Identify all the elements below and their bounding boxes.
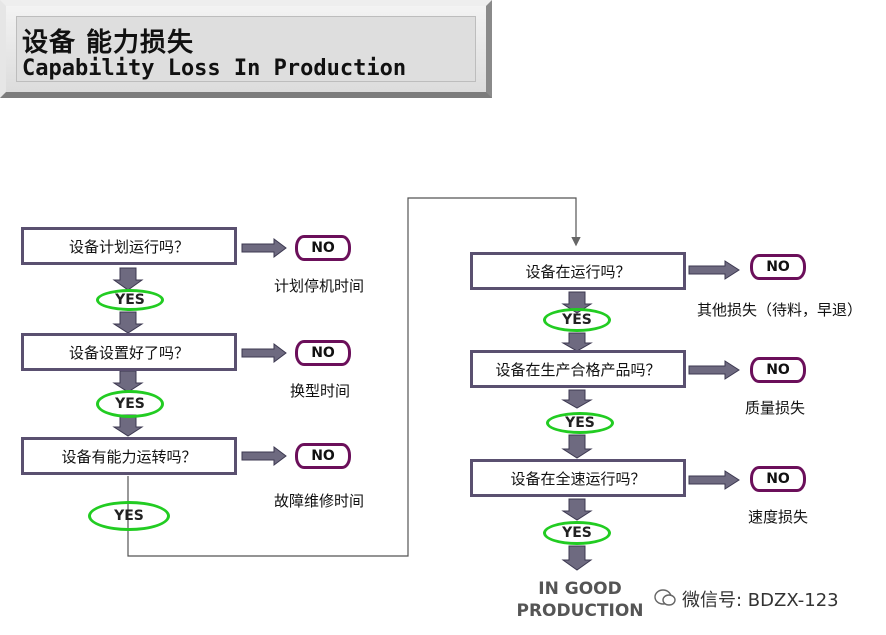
final-line-1: IN GOOD xyxy=(538,579,622,599)
no-badge: NO xyxy=(750,254,806,280)
watermark-text: 微信号: BDZX-123 xyxy=(682,590,839,611)
no-badge: NO xyxy=(750,357,806,383)
question-box-quality: 设备在生产合格产品吗？ xyxy=(470,350,686,388)
down-arrow xyxy=(561,498,593,521)
down-arrow xyxy=(112,414,144,437)
loss-label: 故障维修时间 xyxy=(274,492,365,510)
loss-label: 其他损失（待料，早退） xyxy=(697,301,863,319)
right-arrow xyxy=(688,360,740,380)
question-box-running: 设备在运行吗？ xyxy=(470,252,686,290)
down-arrow xyxy=(561,389,593,409)
question-box-planned: 设备计划运行吗？ xyxy=(21,227,237,265)
down-arrow xyxy=(112,267,144,291)
yes-oval: YES xyxy=(96,289,164,311)
question-box-speed: 设备在全速运行吗？ xyxy=(470,459,686,497)
down-arrow xyxy=(112,311,144,334)
question-box-setup: 设备设置好了吗？ xyxy=(21,333,237,371)
yes-oval: YES xyxy=(543,521,611,545)
title-chinese: 设备 能力损失 xyxy=(22,28,195,58)
final-outcome: IN GOOD PRODUCTION xyxy=(505,578,655,622)
right-arrow xyxy=(241,343,287,363)
down-arrow xyxy=(561,332,593,352)
question-box-capable: 设备有能力运转吗？ xyxy=(21,437,237,475)
final-line-2: PRODUCTION xyxy=(516,601,644,621)
right-arrow xyxy=(241,446,287,466)
title-english: Capability Loss In Production xyxy=(22,56,407,81)
yes-oval: YES xyxy=(88,501,170,531)
loss-label: 计划停机时间 xyxy=(274,277,365,295)
loss-label: 速度损失 xyxy=(748,508,809,526)
loss-label: 质量损失 xyxy=(745,399,806,417)
title-inner xyxy=(16,16,476,82)
no-badge: NO xyxy=(295,235,351,261)
down-arrow xyxy=(561,545,593,571)
no-badge: NO xyxy=(295,443,351,469)
wechat-icon xyxy=(654,589,676,606)
yes-oval: YES xyxy=(546,412,614,434)
title-panel xyxy=(0,0,492,98)
right-arrow xyxy=(688,470,740,490)
yes-oval: YES xyxy=(543,308,611,332)
right-arrow xyxy=(241,238,287,258)
down-arrow xyxy=(112,370,144,393)
yes-oval: YES xyxy=(96,390,164,418)
down-arrow xyxy=(561,434,593,459)
connector-line xyxy=(127,197,581,557)
right-arrow xyxy=(688,260,740,280)
loss-label: 换型时间 xyxy=(290,382,351,400)
no-badge: NO xyxy=(750,466,806,492)
no-badge: NO xyxy=(295,340,351,366)
